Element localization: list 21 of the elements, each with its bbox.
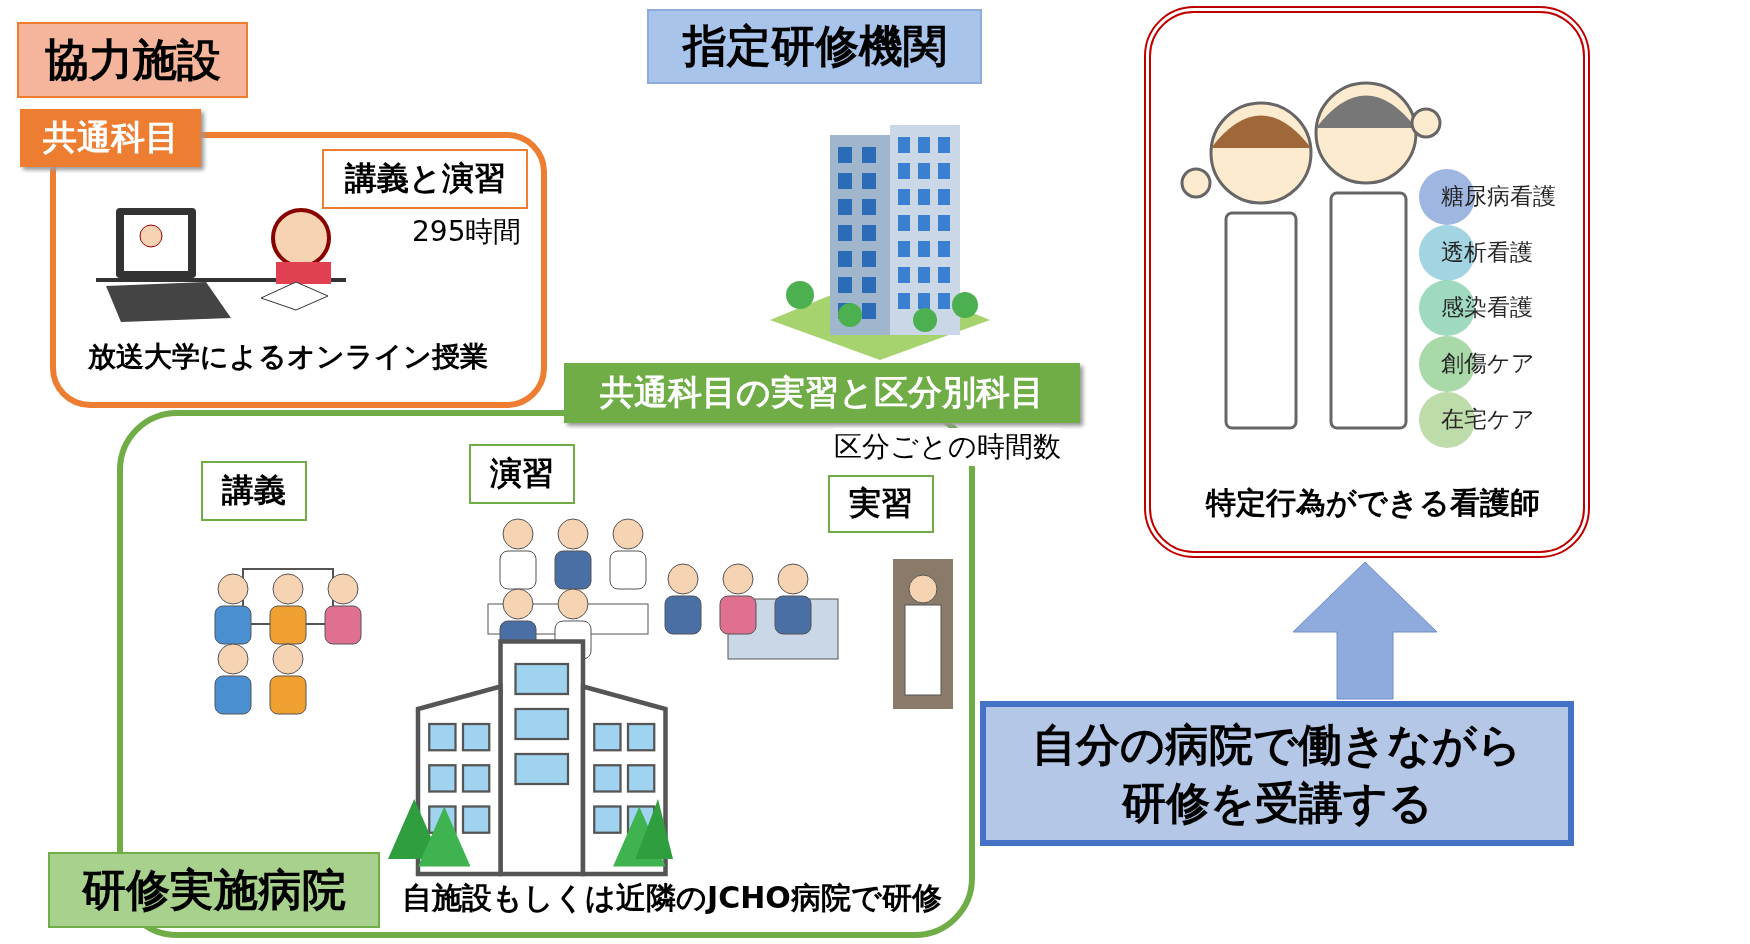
panel-label: 自施設もしくは近隣のJCHO病院で研修: [402, 879, 942, 917]
heading-box: 協力施設: [17, 22, 248, 98]
item-label: 創傷ケア: [1441, 349, 1535, 378]
panel-label: 特定行為ができる看護師: [1206, 484, 1540, 522]
item-label: 透析看護: [1441, 238, 1533, 267]
item-label: 糖尿病看護: [1441, 182, 1556, 211]
callout-box: 自分の病院で働きながら研修を受講する: [980, 701, 1574, 846]
item-label: 在宅ケア: [1441, 405, 1535, 434]
item-label: 感染看護: [1441, 293, 1533, 322]
label-box: 講義: [201, 461, 307, 521]
label-box: 実習: [828, 475, 934, 533]
label-box: 研修実施病院: [48, 852, 380, 928]
rounded-panel: [1144, 6, 1590, 558]
block-arrow: [1292, 561, 1438, 700]
duration-label: 区分ごとの時間数: [834, 428, 1061, 466]
label-box: 演習: [469, 444, 575, 504]
tab-label: 共通科目: [20, 109, 201, 167]
heading-box: 指定研修機関: [647, 9, 982, 84]
label-box: 講義と演習: [322, 149, 528, 209]
panel-label: 放送大学によるオンライン授業: [88, 339, 488, 375]
tab-label: 共通科目の実習と区分別科目: [564, 363, 1080, 423]
